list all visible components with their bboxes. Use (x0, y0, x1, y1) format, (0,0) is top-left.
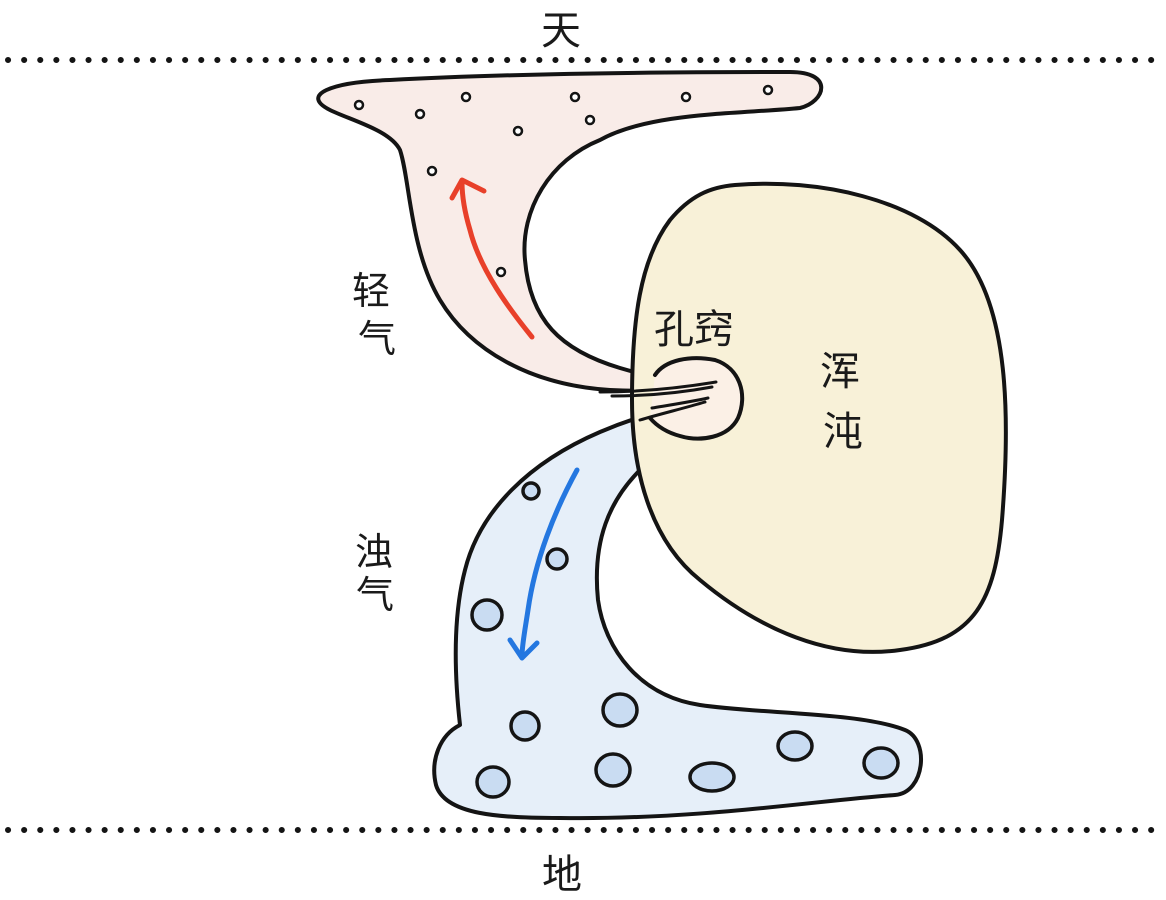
light-qi-particle (414, 108, 426, 120)
qi-streams (598, 380, 718, 422)
turbid-qi-bubble (601, 692, 639, 728)
turbid-qi-bubble (776, 730, 814, 762)
turbid-qi-bubble (470, 598, 504, 632)
turbid-qi-label-1: 浊 (355, 530, 393, 574)
light-qi-shape (316, 70, 824, 393)
arrow-down-icon (507, 467, 580, 661)
light-qi-particle (460, 91, 472, 103)
turbid-qi-bubble (475, 765, 511, 799)
sky-label: 天 (541, 8, 581, 54)
turbid-qi-bubble (862, 746, 900, 780)
earth-label: 地 (542, 852, 582, 898)
light-qi-particle (353, 99, 365, 111)
light-qi-particle (495, 266, 507, 278)
light-qi-particles (353, 84, 774, 278)
light-qi-particle (762, 84, 774, 96)
turbid-qi-label-2: 气 (356, 573, 394, 617)
chaos-shape (630, 181, 1008, 654)
chaos-label-2: 沌 (823, 409, 863, 455)
light-qi-particle (680, 91, 692, 103)
orifice-label: 孔窍 (654, 307, 734, 353)
arrow-up-icon (449, 177, 535, 340)
light-qi-particle (512, 125, 524, 137)
orifice-shape (648, 356, 745, 441)
turbid-qi-bubble (688, 761, 736, 793)
chaos-label-1: 浑 (820, 349, 860, 395)
light-qi-label-2: 气 (358, 317, 396, 361)
light-qi-particle (584, 114, 596, 126)
turbid-qi-bubble (509, 710, 541, 742)
turbid-qi-bubble (545, 547, 569, 571)
turbid-qi-bubble (594, 752, 632, 788)
light-qi-label-1: 轻 (352, 269, 390, 313)
light-qi-particle (426, 165, 438, 177)
turbid-qi-shape (432, 398, 923, 821)
light-qi-particle (569, 91, 581, 103)
turbid-qi-bubble (521, 481, 541, 501)
turbid-qi-bubbles (470, 481, 900, 799)
